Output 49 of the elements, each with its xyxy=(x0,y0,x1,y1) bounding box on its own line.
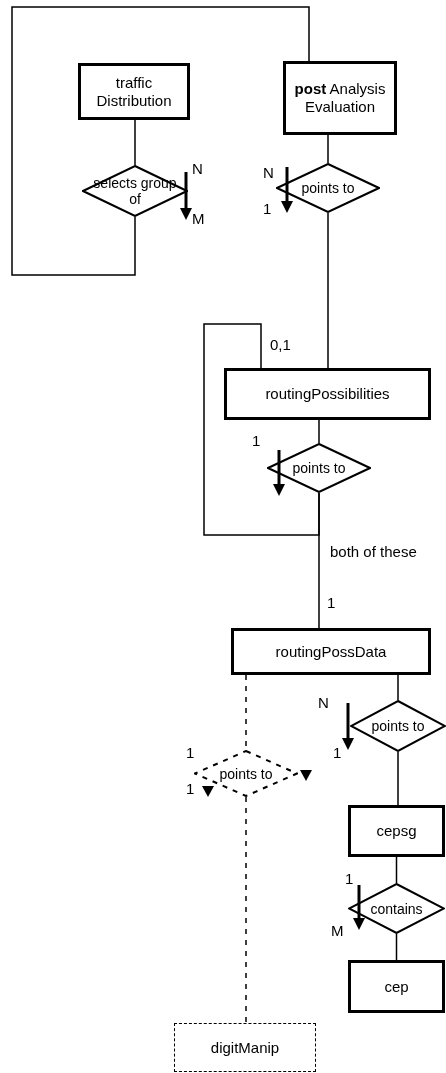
entity-box xyxy=(231,628,431,675)
cardinality-label: 1 xyxy=(252,433,261,449)
cardinality-label: N xyxy=(263,165,274,181)
relationship-diamond xyxy=(194,750,298,797)
cardinality-label: M xyxy=(331,923,344,939)
relationship-diamond xyxy=(350,700,446,752)
connector-line xyxy=(134,119,136,166)
entity-box xyxy=(174,1023,316,1072)
relationship-diamond xyxy=(267,443,371,493)
relationship-diamond xyxy=(276,163,380,213)
connector-line xyxy=(327,212,329,369)
connector-line xyxy=(327,134,329,164)
node-label: traffic Distribution xyxy=(95,73,173,110)
connector-line xyxy=(318,492,320,629)
cardinality-label: 1 xyxy=(333,745,342,761)
node-label: cepsg xyxy=(375,822,418,840)
connector-line xyxy=(397,674,399,701)
cardinality-label: 1 xyxy=(186,745,195,761)
cardinality-label: 1 xyxy=(345,871,354,887)
entity-box xyxy=(224,368,431,420)
entity-box xyxy=(348,805,445,857)
cardinality-label: 1 xyxy=(263,201,272,217)
entity-box xyxy=(348,960,445,1013)
node-label: points to xyxy=(370,718,426,734)
node-label: cep xyxy=(383,977,410,996)
entity-box xyxy=(283,61,397,135)
connector-line xyxy=(203,323,320,536)
cardinality-label: M xyxy=(192,211,205,227)
cardinality-label: 1 xyxy=(327,595,336,611)
node-label: points to xyxy=(218,765,274,782)
connector-line xyxy=(397,751,399,806)
node-label: digitManip xyxy=(209,1038,281,1057)
node-label: routingPossData xyxy=(274,642,388,661)
relationship-diamond xyxy=(348,883,445,934)
cardinality-label: 0,1 xyxy=(270,337,291,353)
connector-line xyxy=(245,796,247,1024)
connector-line xyxy=(318,419,320,444)
cardinality-label: 1 xyxy=(186,781,195,797)
cardinality-label: N xyxy=(318,695,329,711)
connector-line xyxy=(395,856,398,884)
connector-line xyxy=(11,6,310,276)
node-label: contains xyxy=(369,900,424,917)
connector-line xyxy=(395,933,398,961)
node-label: points to xyxy=(300,180,356,196)
node-label: points to xyxy=(291,460,347,476)
cardinality-label: N xyxy=(192,161,203,177)
node-label: post Analysis Evaluation xyxy=(293,80,387,116)
node-label: routingPossibilities xyxy=(264,385,391,403)
entity-box xyxy=(78,63,190,120)
